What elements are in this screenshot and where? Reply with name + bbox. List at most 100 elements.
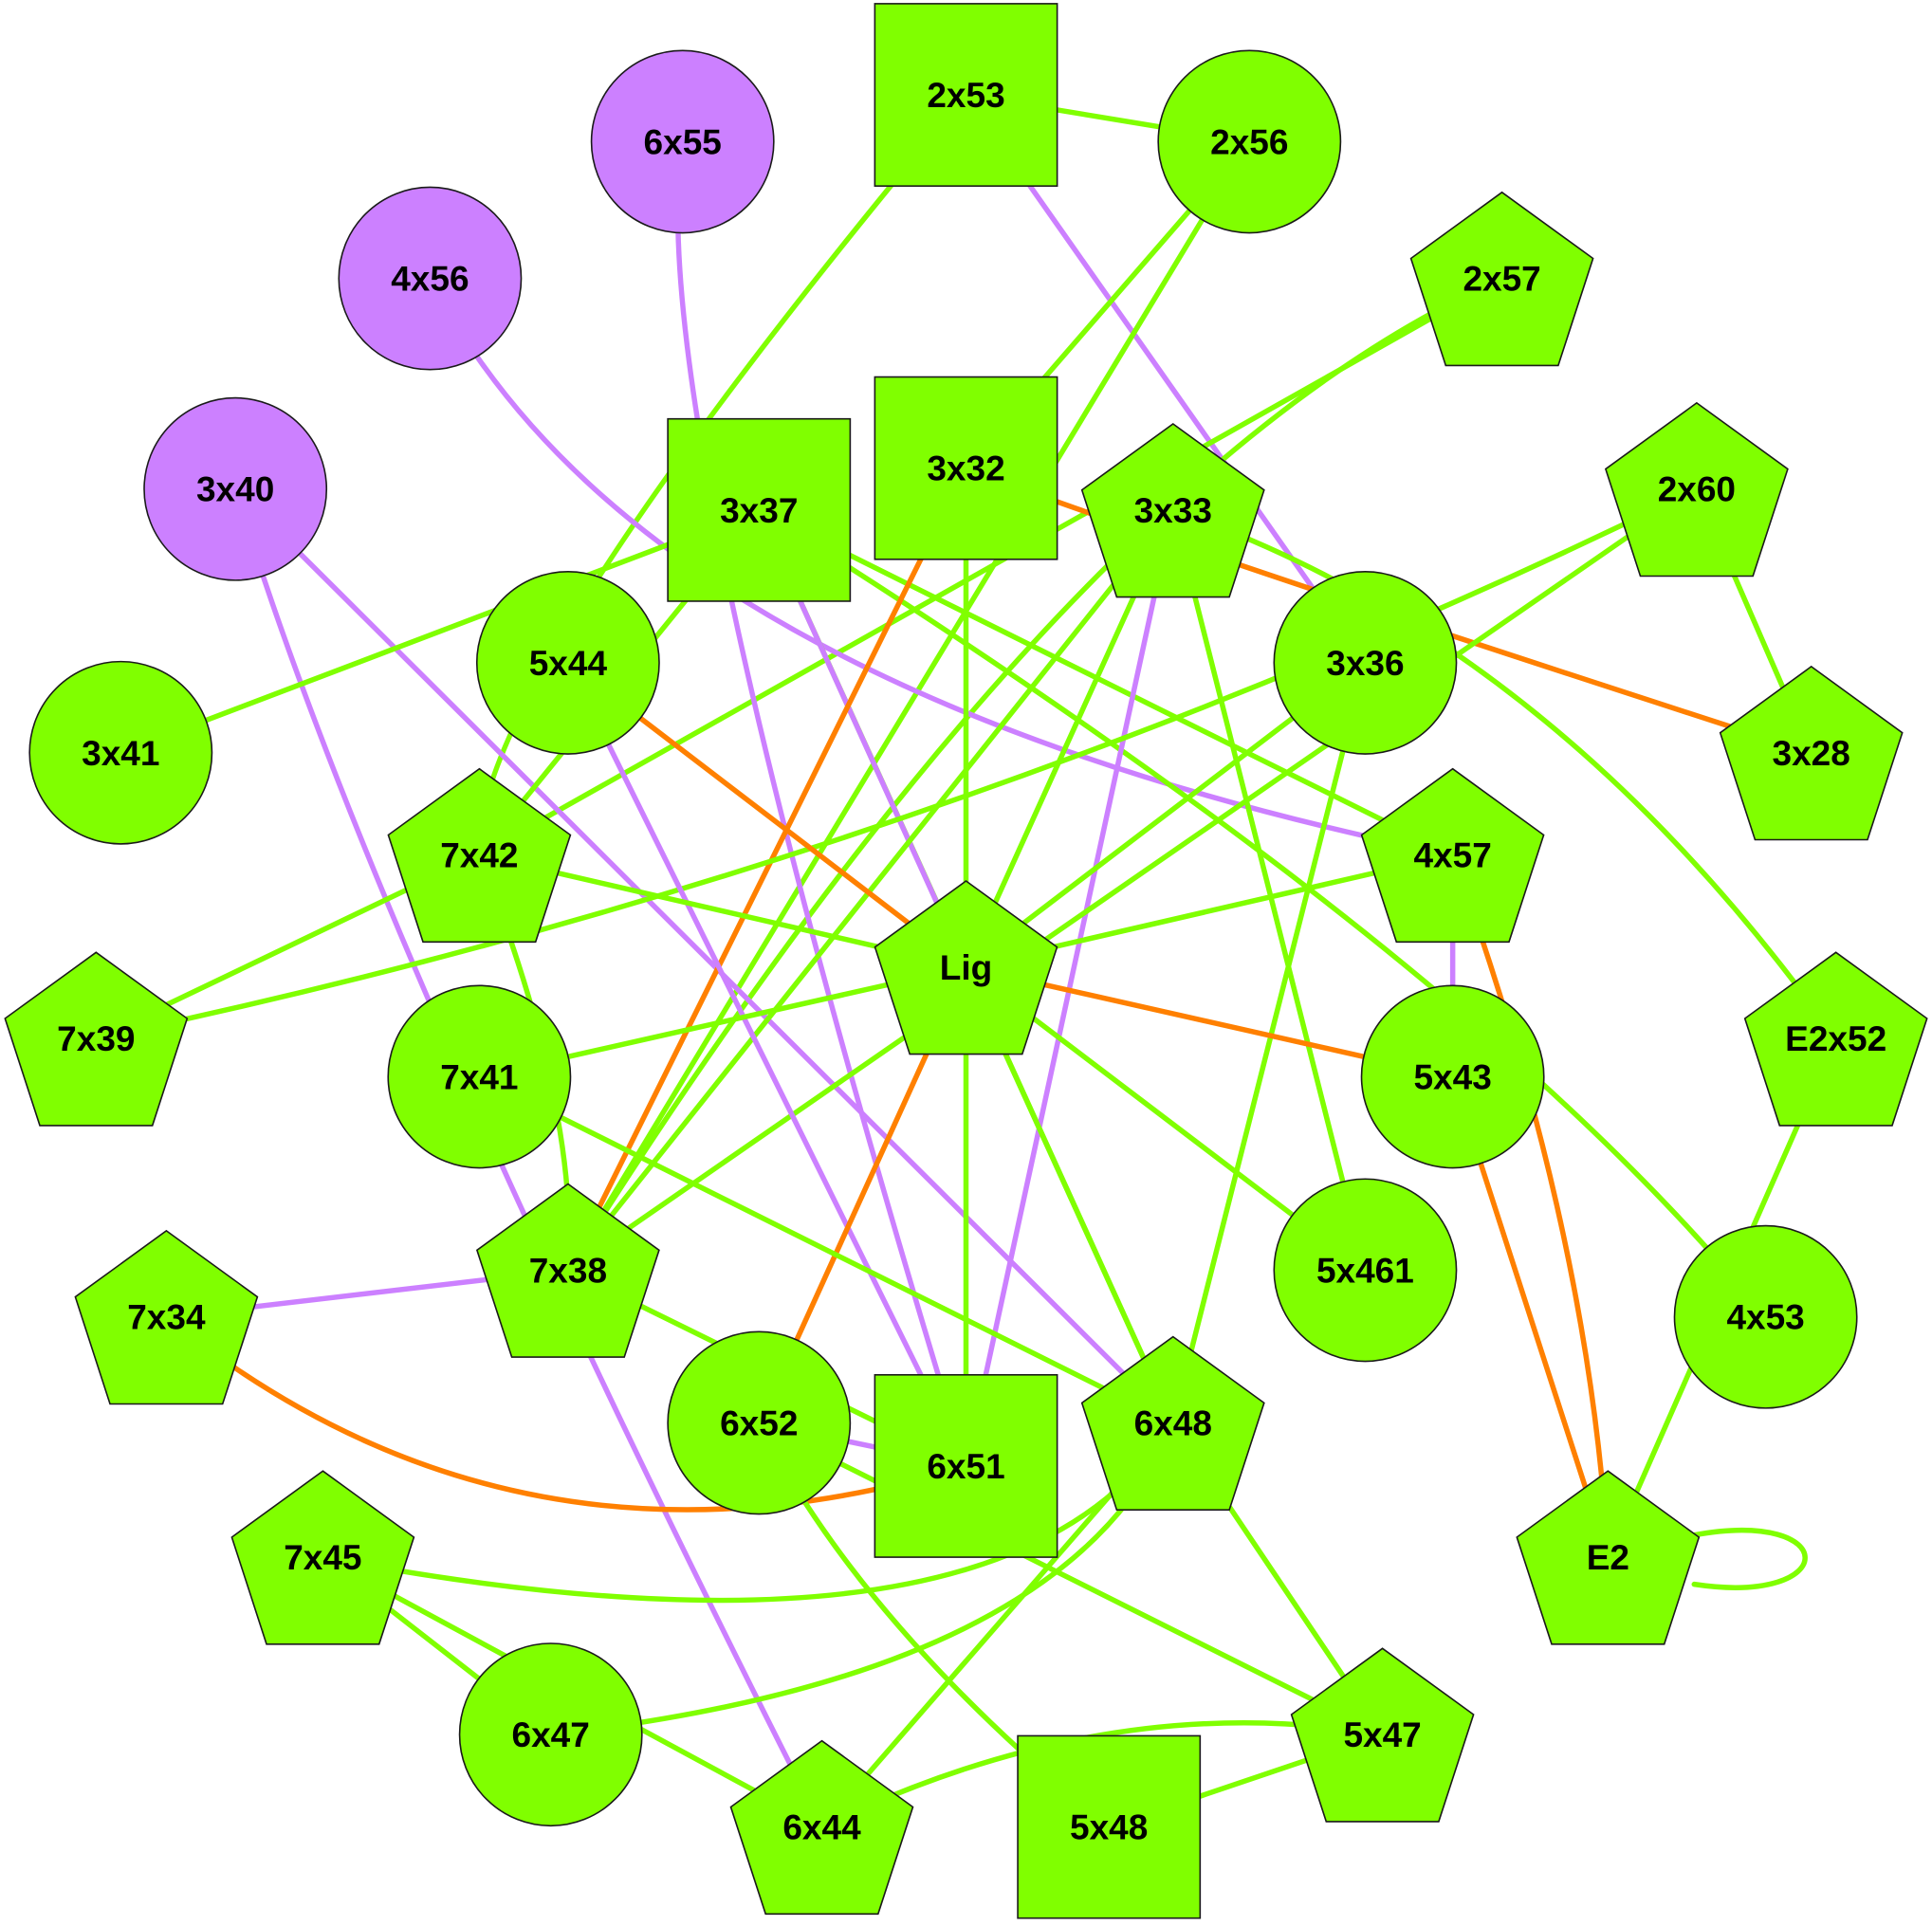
node-5x48[interactable]: 5x48: [1017, 1734, 1202, 1919]
node-6x48[interactable]: 6x48: [1080, 1335, 1265, 1511]
edge-3x37-4x53: [756, 507, 1769, 1320]
edge-3x33-7x38: [565, 507, 1176, 1274]
node-pentagon-7x45: [230, 1470, 415, 1645]
node-label-3x40: 3x40: [196, 470, 274, 509]
node-pentagon-2x60: [1604, 401, 1789, 578]
node-5x461[interactable]: 5x461: [1273, 1178, 1458, 1363]
node-label-6x44: 6x44: [782, 1808, 861, 1847]
node-2x60[interactable]: 2x60: [1604, 401, 1789, 578]
node-7x38[interactable]: 7x38: [475, 1183, 660, 1358]
node-5x44[interactable]: 5x44: [475, 570, 660, 755]
node-3x37[interactable]: 3x37: [667, 417, 852, 602]
node-pentagon-4x57: [1360, 767, 1545, 944]
edge-2x56-7x38: [565, 138, 1253, 1274]
edge-2x57-7x38: [565, 275, 1505, 1274]
node-label-2x60: 2x60: [1658, 470, 1736, 509]
edge-4x56-4x57: [427, 275, 1456, 858]
node-5x47[interactable]: 5x47: [1290, 1647, 1475, 1823]
node-label-4x53: 4x53: [1726, 1298, 1804, 1337]
node-6x44[interactable]: 6x44: [729, 1739, 914, 1916]
node-label-4x56: 4x56: [391, 260, 469, 299]
node-label-7x45: 7x45: [284, 1538, 361, 1577]
node-label-6x52: 6x52: [720, 1403, 798, 1442]
node-3x36[interactable]: 3x36: [1273, 570, 1458, 755]
node-label-E2: E2: [1587, 1538, 1629, 1577]
node-2x57[interactable]: 2x57: [1409, 191, 1594, 367]
node-6x55[interactable]: 6x55: [590, 49, 775, 234]
edge-7x41-6x48: [476, 1073, 1176, 1426]
node-7x45[interactable]: 7x45: [230, 1470, 415, 1645]
node-E2[interactable]: E2: [1516, 1470, 1701, 1645]
node-label-7x41: 7x41: [440, 1057, 518, 1096]
node-circle-6x52: [667, 1330, 852, 1515]
node-pentagon-3x28: [1719, 665, 1904, 841]
node-6x47[interactable]: 6x47: [458, 1642, 643, 1827]
node-label-2x57: 2x57: [1463, 260, 1540, 299]
node-7x34[interactable]: 7x34: [74, 1229, 259, 1405]
node-6x52[interactable]: 6x52: [667, 1330, 852, 1515]
node-pentagon-6x44: [729, 1739, 914, 1916]
node-label-7x39: 7x39: [57, 1019, 135, 1058]
node-circle-4x56: [338, 186, 523, 371]
node-5x43[interactable]: 5x43: [1360, 984, 1545, 1169]
node-pentagon-6x48: [1080, 1335, 1265, 1511]
node-3x33[interactable]: 3x33: [1080, 423, 1265, 598]
node-pentagon-7x39: [4, 951, 189, 1127]
node-label-5x44: 5x44: [529, 644, 608, 683]
node-4x53[interactable]: 4x53: [1673, 1224, 1858, 1409]
edge-2x60-7x38: [565, 486, 1700, 1274]
node-layer: 2x53 6x55 2x56 4x56 2x57 3x40 3x32 3x37 3x33 2x60…: [4, 3, 1928, 1919]
edge-6x52-5x47: [756, 1420, 1386, 1737]
node-label-3x32: 3x32: [927, 449, 1004, 488]
node-label-6x55: 6x55: [644, 122, 722, 161]
node-circle-5x461: [1273, 1178, 1458, 1363]
node-circle-6x47: [458, 1642, 643, 1827]
node-label-3x41: 3x41: [82, 734, 159, 773]
node-square-3x32: [874, 376, 1058, 560]
edge-4x57-E2: [1449, 852, 1611, 1560]
node-2x53[interactable]: 2x53: [874, 3, 1058, 187]
node-label-5x43: 5x43: [1413, 1057, 1491, 1096]
node-3x28[interactable]: 3x28: [1719, 665, 1904, 841]
node-square-5x48: [1017, 1734, 1202, 1919]
node-square-2x53: [874, 3, 1058, 187]
node-circle-6x55: [590, 49, 775, 234]
node-4x57[interactable]: 4x57: [1360, 767, 1545, 944]
node-circle-3x36: [1273, 570, 1458, 755]
edge-E2-E2: [1691, 1528, 1808, 1590]
node-label-E2x52: E2x52: [1785, 1019, 1886, 1058]
edge-3x32-7x38: [565, 465, 969, 1274]
node-4x56[interactable]: 4x56: [338, 186, 523, 371]
edge-3x36-6x48: [1170, 660, 1369, 1426]
node-label-6x51: 6x51: [927, 1447, 1004, 1486]
node-3x40[interactable]: 3x40: [143, 396, 328, 581]
node-label-5x48: 5x48: [1070, 1808, 1148, 1847]
node-label-3x28: 3x28: [1773, 734, 1850, 773]
edge-3x37-4x57: [756, 507, 1456, 858]
node-7x42[interactable]: 7x42: [387, 767, 572, 944]
node-label-6x48: 6x48: [1134, 1403, 1212, 1442]
node-circle-7x41: [387, 984, 572, 1169]
node-3x41[interactable]: 3x41: [28, 660, 213, 845]
node-label-5x461: 5x461: [1316, 1251, 1414, 1290]
node-7x41[interactable]: 7x41: [387, 984, 572, 1169]
edge-2x60-7x39: [93, 486, 1700, 1041]
node-Lig[interactable]: Lig: [874, 880, 1058, 1055]
node-6x51[interactable]: 6x51: [874, 1374, 1058, 1558]
node-label-Lig: Lig: [940, 948, 992, 987]
node-label-2x56: 2x56: [1210, 122, 1288, 161]
node-E2x52[interactable]: E2x52: [1743, 951, 1928, 1127]
node-pentagon-7x38: [475, 1183, 660, 1358]
node-circle-5x44: [475, 570, 660, 755]
node-pentagon-2x57: [1409, 191, 1594, 367]
node-circle-4x53: [1673, 1224, 1858, 1409]
node-pentagon-Lig: [874, 880, 1058, 1055]
node-pentagon-7x42: [387, 767, 572, 944]
node-circle-3x40: [143, 396, 328, 581]
node-2x56[interactable]: 2x56: [1157, 49, 1342, 234]
node-pentagon-5x47: [1290, 1647, 1475, 1823]
node-square-3x37: [667, 417, 852, 602]
node-7x39[interactable]: 7x39: [4, 951, 189, 1127]
node-3x32[interactable]: 3x32: [874, 376, 1058, 560]
